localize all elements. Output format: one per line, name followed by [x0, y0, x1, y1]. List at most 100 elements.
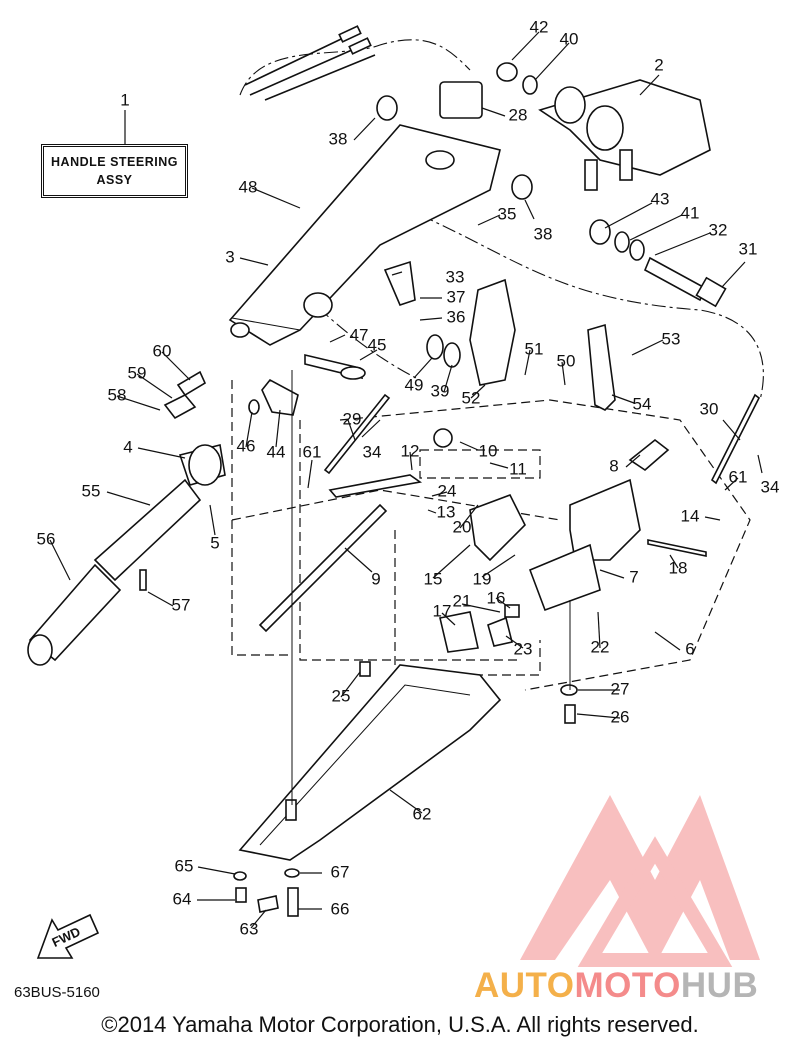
steering-handle-arm-icon	[228, 124, 501, 346]
washer-icon	[629, 239, 645, 261]
callout-label: 54	[633, 394, 652, 413]
bottom-cover-icon	[238, 664, 502, 861]
assembly-title-line1: HANDLE STEERING	[51, 155, 178, 169]
callout-label: 53	[662, 329, 681, 348]
bushing-icon	[511, 174, 533, 200]
callout-label: 32	[709, 220, 728, 239]
callout-label: 38	[329, 129, 348, 148]
callout-label: 63	[240, 919, 259, 938]
callout-label: 50	[557, 351, 576, 370]
callout-label: 13	[437, 502, 456, 521]
friction-lever-icon	[469, 278, 516, 386]
callout-label: 60	[153, 341, 172, 360]
callout-label: 61	[303, 442, 322, 461]
callout-label: 44	[267, 442, 286, 461]
callout-label: 23	[514, 639, 533, 658]
callout-label: 18	[669, 558, 688, 577]
callout-label: 42	[530, 17, 549, 36]
callout-label: 28	[509, 105, 528, 124]
callout-label: 59	[128, 363, 147, 382]
callout-label: 46	[237, 436, 256, 455]
callout-label: 66	[331, 899, 350, 918]
callout-label: 24	[438, 481, 457, 500]
callout-label: 58	[108, 385, 127, 404]
callout-label: 36	[447, 307, 466, 326]
callout-label: 34	[363, 442, 382, 461]
callout-label: 41	[681, 203, 700, 222]
bolt-icon	[643, 256, 707, 302]
copyright-notice: ©2014 Yamaha Motor Corporation, U.S.A. A…	[101, 1012, 699, 1037]
assembly-title-line2: ASSY	[96, 173, 133, 187]
callout-label: 27	[611, 679, 630, 698]
callout-label: 1	[120, 90, 129, 109]
callout-label: 49	[405, 375, 424, 394]
callout-label: 35	[498, 204, 517, 223]
collar-icon	[589, 219, 611, 245]
callout-label: 22	[591, 637, 610, 656]
callout-label: 8	[609, 456, 618, 475]
washer-icon	[614, 231, 630, 253]
watermark-part2: MOTO	[574, 966, 681, 1005]
callout-label: 65	[175, 856, 194, 875]
callout-label: 37	[447, 287, 466, 306]
callout-label: 48	[239, 177, 258, 196]
callout-label: 12	[401, 441, 420, 460]
callout-label: 45	[368, 335, 387, 354]
callout-label: 2	[654, 55, 663, 74]
callout-label: 30	[700, 399, 719, 418]
watermark-part3: HUB	[680, 966, 759, 1005]
callout-label: 43	[651, 189, 670, 208]
throttle-cable-icon	[244, 25, 376, 101]
callout-label: 57	[172, 595, 191, 614]
bushing-icon	[376, 95, 398, 121]
callout-label: 16	[487, 588, 506, 607]
callout-label: 64	[173, 889, 192, 908]
callout-label: 20	[453, 517, 472, 536]
steering-bracket-icon	[538, 79, 711, 191]
callout-label: 40	[560, 29, 579, 48]
callout-label: 61	[729, 467, 748, 486]
grommet-icon	[439, 81, 483, 119]
friction-plate-icon	[587, 323, 616, 411]
washer-icon	[522, 75, 538, 95]
callout-label: 25	[332, 686, 351, 705]
callout-labels: 1 2 3 4 5 6 7 8 9 10 11 12 13 14 15 16 1…	[37, 17, 780, 938]
watermark-brand-text: AUTOMOTOHUB	[474, 966, 758, 1006]
callout-label: 7	[629, 567, 638, 586]
assembly-title-box: HANDLE STEERING ASSY	[41, 144, 188, 198]
callout-label: 67	[331, 862, 350, 881]
callout-label: 5	[210, 533, 219, 552]
shift-bracket-icon	[569, 478, 641, 561]
callout-label: 39	[431, 381, 450, 400]
fwd-arrow-icon: FWD	[36, 913, 100, 959]
callout-label: 11	[509, 459, 527, 478]
callout-label: 51	[525, 339, 544, 358]
throttle-grip-icon	[27, 444, 226, 666]
callout-label: 56	[37, 529, 56, 548]
callout-label: 34	[761, 477, 780, 496]
callout-label: 26	[611, 707, 630, 726]
callout-label: 33	[446, 267, 465, 286]
callout-label: 3	[225, 247, 234, 266]
callout-label: 19	[473, 569, 492, 588]
callout-label: 6	[685, 639, 694, 658]
callout-label: 31	[739, 239, 758, 258]
callout-label: 14	[681, 506, 700, 525]
callout-label: 29	[343, 409, 362, 428]
callout-label: 15	[424, 569, 443, 588]
callout-label: 47	[350, 325, 369, 344]
callout-label: 62	[413, 804, 432, 823]
diagram-code: 63BUS-5160	[14, 984, 100, 1001]
callout-label: 21	[453, 591, 472, 610]
nut-icon	[496, 62, 518, 82]
callout-label: 10	[479, 441, 498, 460]
callout-label: 9	[371, 569, 380, 588]
watermark-logo-icon	[520, 795, 760, 967]
callout-label: 4	[123, 437, 132, 456]
callout-label: 17	[433, 601, 452, 620]
callout-label: 55	[82, 481, 101, 500]
callout-label: 52	[462, 388, 481, 407]
callout-label: 38	[534, 224, 553, 243]
watermark-part1: AUTO	[474, 966, 575, 1005]
